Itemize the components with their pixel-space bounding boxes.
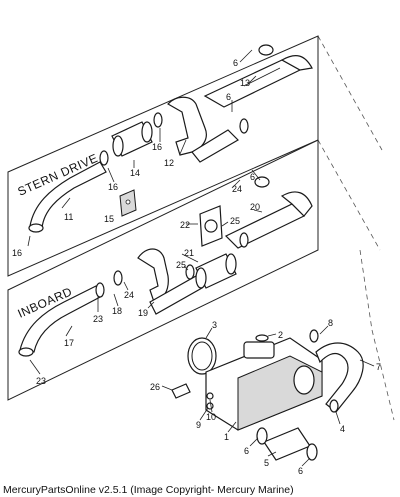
callout-6-mid: 6: [226, 92, 231, 102]
hose-7: [315, 342, 364, 413]
gasket-22: [199, 205, 223, 247]
callout-22: 22: [180, 220, 190, 230]
callout-4: 4: [340, 424, 345, 434]
callout-11: 11: [64, 212, 73, 222]
callout-9: 9: [196, 420, 201, 430]
callout-7: 7: [376, 362, 381, 372]
callout-23-a: 23: [93, 314, 103, 324]
callout-6-bottom-a: 6: [244, 446, 249, 456]
callout-19: 19: [138, 308, 148, 318]
manifold-assembly: [171, 329, 364, 461]
bracket-15: [119, 189, 137, 217]
clamp-3: [187, 337, 217, 375]
clamps-stern: [99, 112, 249, 166]
callout-5: 5: [264, 458, 269, 468]
callout-15: 15: [104, 214, 114, 224]
stern-drive-panel: STERN DRIVE: [7, 35, 319, 277]
cap-2: [255, 334, 269, 342]
callout-26: 26: [150, 382, 160, 392]
callout-24-top: 24: [232, 184, 242, 194]
inboard-panel: INBOARD: [7, 139, 319, 401]
callout-12: 12: [164, 158, 174, 168]
callout-16-a: 16: [152, 142, 162, 152]
callout-16-b: 16: [108, 182, 118, 192]
copyright-caption: MercuryPartsOnline v2.5.1 (Image Copyrig…: [3, 484, 294, 496]
callout-10: 10: [206, 412, 216, 422]
callout-21: 21: [184, 248, 194, 258]
callout-25-a: 25: [230, 216, 240, 226]
callout-2: 2: [278, 330, 283, 340]
callout-20: 20: [250, 202, 260, 212]
callout-13: 13: [240, 78, 250, 88]
pipe-5: [263, 427, 311, 461]
muffler-14: [111, 121, 153, 157]
dashed-guide-lines: [317, 35, 395, 421]
callout-18: 18: [112, 306, 122, 316]
callout-8: 8: [328, 318, 333, 328]
callout-6-right: 6: [250, 172, 255, 182]
callout-23-b: 23: [36, 376, 46, 386]
callout-16-c: 16: [12, 248, 22, 258]
hose-13: [203, 44, 313, 108]
callout-numbers: 6 13 6 16 14 12 16 11 15 16 24 6 25 22 2…: [12, 58, 381, 476]
callout-3: 3: [212, 320, 217, 330]
clamps-inboard: [95, 232, 249, 298]
callout-17: 17: [64, 338, 74, 348]
callout-6-top: 6: [233, 58, 238, 68]
callout-6-bottom-b: 6: [298, 466, 303, 476]
callout-25-b: 25: [176, 260, 186, 270]
callout-24-b: 24: [124, 290, 134, 300]
hose-12: [167, 96, 239, 163]
callout-14: 14: [130, 168, 140, 178]
sensor-26: [171, 383, 191, 399]
callout-1: 1: [224, 432, 229, 442]
hose-11: [28, 161, 107, 233]
muffler-21: [195, 253, 237, 289]
leader-lines: [27, 49, 375, 467]
pipe-19: [137, 248, 203, 315]
